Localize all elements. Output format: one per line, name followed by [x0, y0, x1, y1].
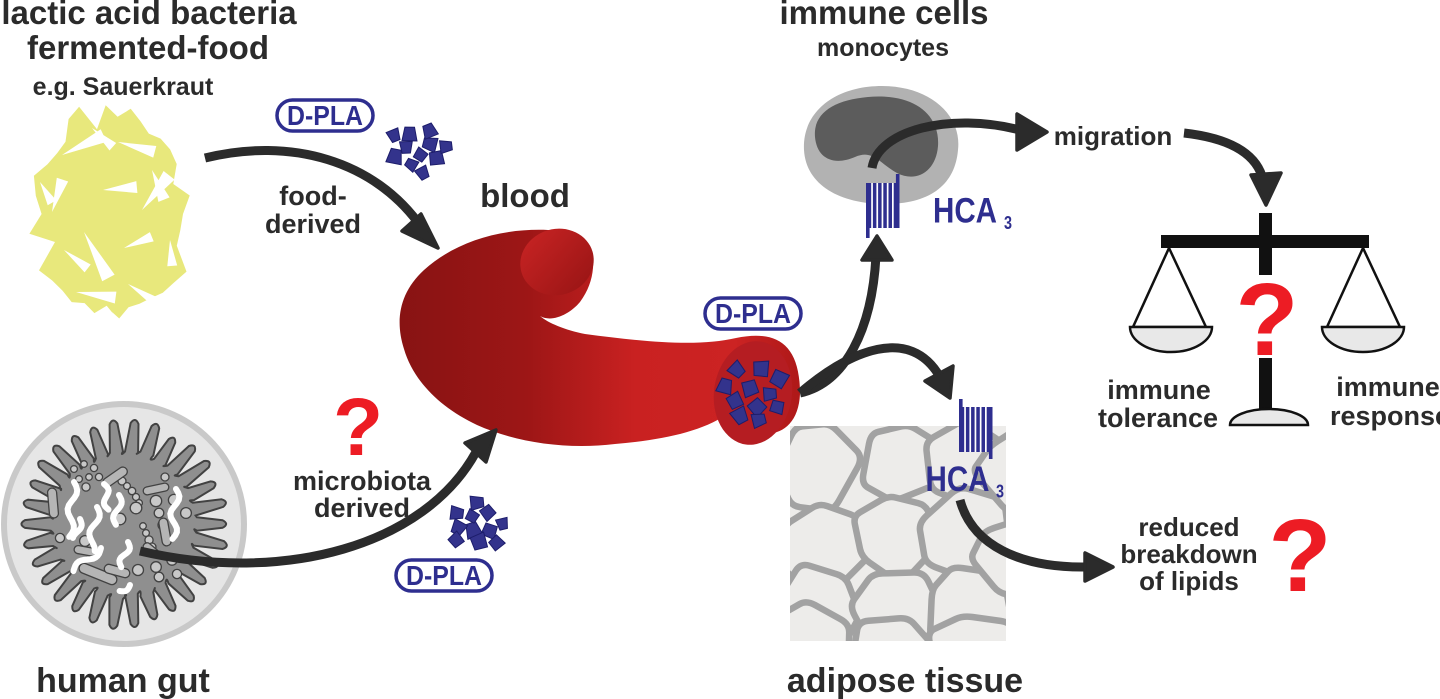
svg-text:?: ? — [1269, 498, 1332, 613]
svg-text:blood: blood — [480, 177, 570, 214]
svg-text:monocytes: monocytes — [817, 34, 949, 62]
svg-text:breakdown: breakdown — [1120, 539, 1257, 569]
svg-text:HCA: HCA — [926, 460, 990, 499]
svg-text:human gut: human gut — [36, 662, 210, 699]
svg-text:derived: derived — [314, 493, 410, 523]
svg-text:tolerance: tolerance — [1098, 403, 1218, 433]
svg-text:D-PLA: D-PLA — [406, 560, 482, 591]
svg-text:?: ? — [333, 382, 383, 473]
svg-text:reduced: reduced — [1138, 512, 1239, 542]
svg-text:D-PLA: D-PLA — [715, 298, 791, 329]
svg-text:food-: food- — [279, 181, 346, 211]
svg-text:immune: immune — [1336, 372, 1440, 402]
svg-text:of lipids: of lipids — [1139, 566, 1239, 596]
svg-text:3: 3 — [996, 482, 1004, 502]
svg-text:adipose tissue: adipose tissue — [787, 662, 1023, 699]
svg-text:HCA: HCA — [933, 192, 997, 231]
svg-text:lactic acid bacteria: lactic acid bacteria — [1, 0, 297, 31]
svg-text:immune: immune — [1107, 375, 1211, 405]
svg-text:D-PLA: D-PLA — [287, 100, 363, 131]
svg-text:3: 3 — [1004, 213, 1012, 233]
svg-text:response: response — [1330, 401, 1440, 431]
svg-text:microbiota: microbiota — [293, 466, 432, 496]
svg-text:migration: migration — [1054, 121, 1172, 151]
svg-text:immune cells: immune cells — [779, 0, 988, 31]
svg-text:e.g. Sauerkraut: e.g. Sauerkraut — [33, 73, 214, 101]
svg-text:fermented-food: fermented-food — [27, 29, 269, 66]
svg-text:derived: derived — [265, 209, 361, 239]
svg-text:?: ? — [1236, 262, 1299, 377]
